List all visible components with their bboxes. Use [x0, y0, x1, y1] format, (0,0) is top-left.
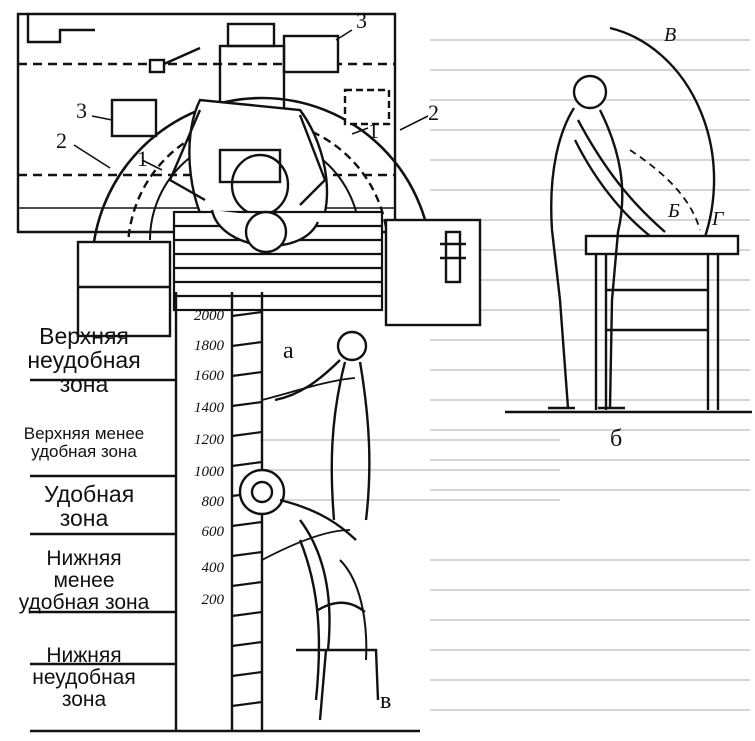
figure-a-drawing [16, 12, 482, 338]
zone-lower-less-comfortable: Нижняя менее удобная зона [18, 547, 150, 615]
figure-b-drawing [505, 26, 752, 414]
point-label-v: В [664, 24, 677, 46]
scale-tick-200: 200 [201, 592, 225, 608]
zone-lower-uncomfortable: Нижняя неудобная зона [32, 644, 136, 712]
zone-label-right-2: 2 [428, 100, 439, 125]
scale-tick-2000: 2000 [194, 308, 224, 324]
figure-v-drawing [30, 292, 420, 733]
figure-a-panel-label: а [283, 338, 294, 364]
zone-label-right-3: 3 [356, 8, 367, 33]
scale-tick-1000: 1000 [194, 464, 224, 480]
background-bleed [260, 39, 750, 711]
scale-tick-1200: 1200 [194, 432, 224, 448]
scale-tick-1600: 1600 [194, 368, 224, 384]
point-label-b: Б [668, 200, 680, 222]
zone-comfortable: Удобная зона [44, 481, 135, 532]
zone-label-right-1: 1 [368, 118, 379, 143]
scale-tick-1400: 1400 [194, 400, 224, 416]
scale-tick-800: 800 [201, 494, 225, 510]
zone-label-left-3: 3 [76, 98, 87, 123]
zone-upper-less-comfortable: Верхняя менее удобная зона [23, 424, 145, 461]
zone-label-left-1: 1 [137, 146, 148, 171]
scale-tick-600: 600 [201, 524, 225, 540]
point-label-g: Г [712, 208, 724, 230]
figure-v-panel-label: в [380, 688, 392, 714]
figure-b-panel-label: б [610, 426, 623, 452]
scale-tick-400: 400 [201, 560, 225, 576]
zone-upper-uncomfortable: Верхняя неудобная зона [27, 323, 141, 398]
scale-tick-1800: 1800 [194, 338, 224, 354]
zone-label-left-2: 2 [56, 128, 67, 153]
